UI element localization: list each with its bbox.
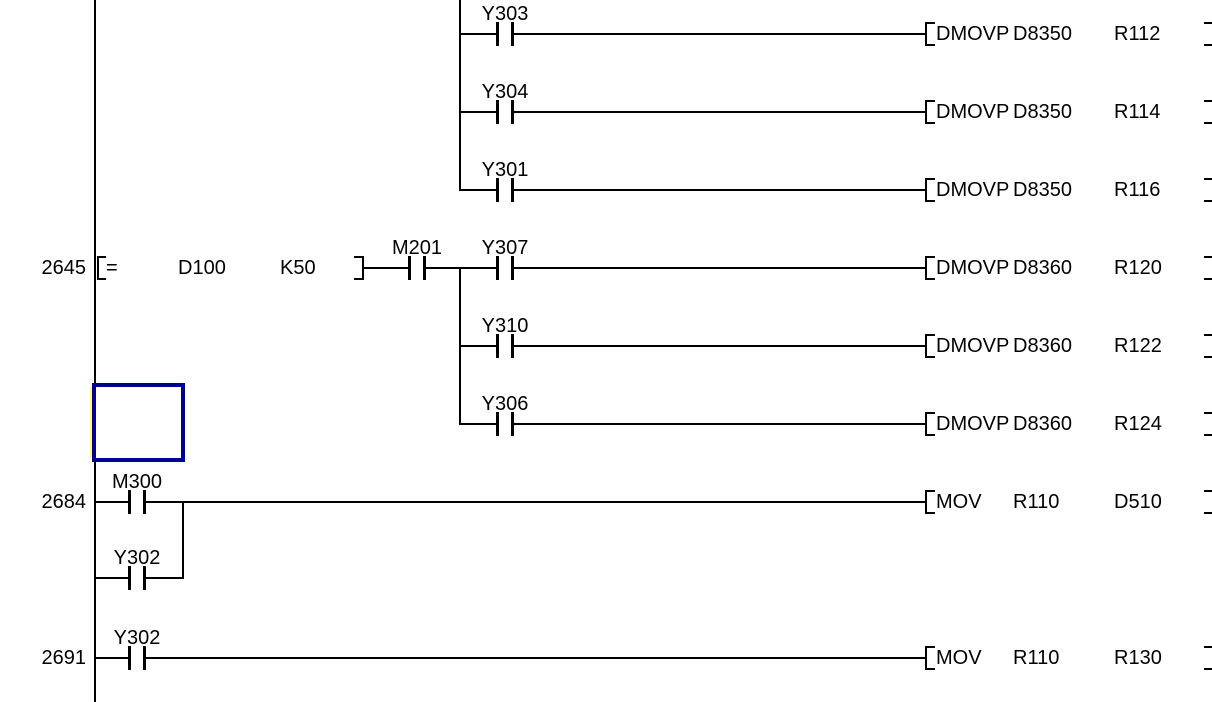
wire-row-y301: [460, 189, 925, 191]
instruction-operand1: D8350: [1013, 23, 1072, 45]
branch-vertical-y303-y301: [459, 0, 461, 191]
instruction-close-bracket: [1204, 334, 1212, 336]
instruction-open-bracket: [925, 334, 927, 358]
compare-block-2645[interactable]: = D100 K50: [97, 256, 364, 280]
no-contact-y303[interactable]: [496, 22, 514, 46]
contact-label-y306: Y306: [481, 393, 529, 415]
instruction-operand2: R112: [1114, 23, 1161, 45]
compare-operator: =: [106, 257, 118, 279]
instruction-opcode: DMOVP: [936, 413, 1010, 435]
no-contact-y307[interactable]: [496, 256, 514, 280]
contact-label-y301: Y301: [481, 159, 529, 181]
instruction-close-bracket: [1204, 22, 1212, 24]
instruction-operand1: R110: [1013, 491, 1060, 513]
instruction-opcode: DMOVP: [936, 179, 1010, 201]
instruction-open-bracket: [925, 646, 927, 670]
instruction-operand1: D8350: [1013, 101, 1072, 123]
instruction-operand1: D8350: [1013, 179, 1072, 201]
no-contact-y304[interactable]: [496, 100, 514, 124]
contact-label-m300: M300: [111, 471, 163, 493]
rung-number-2684: 2684: [41, 491, 87, 513]
instruction-opcode: MOV: [936, 491, 982, 513]
instruction-mov-d510[interactable]: MOV R110 D510: [925, 490, 1212, 514]
instruction-opcode: MOV: [936, 647, 982, 669]
contact-label-y307: Y307: [481, 237, 529, 259]
compare-operand2: K50: [280, 257, 316, 279]
instruction-operand2: R120: [1114, 257, 1162, 279]
instruction-open-bracket: [925, 490, 927, 514]
instruction-open-bracket: [925, 22, 927, 46]
compare-open-bracket: [97, 256, 99, 280]
instruction-operand1: D8360: [1013, 413, 1072, 435]
instruction-operand1: D8360: [1013, 257, 1072, 279]
instruction-open-bracket: [925, 412, 927, 436]
instruction-dmovp-r120[interactable]: DMOVP D8360 R120: [925, 256, 1212, 280]
no-contact-m201[interactable]: [408, 256, 426, 280]
instruction-close-bracket: [1204, 412, 1212, 414]
instruction-operand2: R130: [1114, 647, 1162, 669]
edit-cursor[interactable]: [92, 383, 185, 462]
rung-number-2691: 2691: [41, 647, 87, 669]
instruction-dmovp-r116[interactable]: DMOVP D8350 R116: [925, 178, 1212, 202]
no-contact-y310[interactable]: [496, 334, 514, 358]
instruction-operand2: R116: [1114, 179, 1161, 201]
wire-row-y310: [460, 345, 925, 347]
contact-label-y302-2691: Y302: [113, 627, 161, 649]
no-contact-y302-2691[interactable]: [128, 646, 146, 670]
wire-row-2684: [96, 501, 925, 503]
no-contact-m300[interactable]: [128, 490, 146, 514]
wire-row-2645: [363, 267, 925, 269]
wire-row-y304: [460, 111, 925, 113]
instruction-mov-r130[interactable]: MOV R110 R130: [925, 646, 1212, 670]
compare-operand1: D100: [178, 257, 226, 279]
wire-row-y306: [460, 423, 925, 425]
instruction-close-bracket: [1204, 100, 1212, 102]
instruction-operand1: R110: [1013, 647, 1060, 669]
contact-label-y303: Y303: [481, 3, 529, 25]
branch-vertical-2684: [182, 501, 184, 579]
instruction-close-bracket: [1204, 646, 1212, 648]
instruction-operand2: D510: [1114, 491, 1162, 513]
instruction-operand2: R114: [1114, 101, 1161, 123]
left-power-rail: [94, 0, 96, 702]
instruction-open-bracket: [925, 256, 927, 280]
instruction-operand2: R124: [1114, 413, 1162, 435]
instruction-dmovp-r112[interactable]: DMOVP D8350 R112: [925, 22, 1212, 46]
instruction-dmovp-r114[interactable]: DMOVP D8350 R114: [925, 100, 1212, 124]
instruction-close-bracket: [1204, 256, 1212, 258]
instruction-open-bracket: [925, 100, 927, 124]
instruction-dmovp-r124[interactable]: DMOVP D8360 R124: [925, 412, 1212, 436]
compare-close-bracket: [362, 256, 364, 280]
cursor-rail-highlight: [90, 387, 92, 458]
instruction-opcode: DMOVP: [936, 101, 1010, 123]
wire-row-y303: [460, 33, 925, 35]
no-contact-y301[interactable]: [496, 178, 514, 202]
rung-number-2645: 2645: [41, 257, 87, 279]
contact-label-m201: M201: [391, 237, 443, 259]
contact-label-y302-branch: Y302: [113, 547, 161, 569]
instruction-close-bracket: [1204, 178, 1212, 180]
instruction-operand2: R122: [1114, 335, 1162, 357]
instruction-close-bracket: [1204, 490, 1212, 492]
instruction-operand1: D8360: [1013, 335, 1072, 357]
instruction-dmovp-r122[interactable]: DMOVP D8360 R122: [925, 334, 1212, 358]
contact-label-y304: Y304: [481, 81, 529, 103]
no-contact-y302-branch[interactable]: [128, 566, 146, 590]
instruction-open-bracket: [925, 178, 927, 202]
wire-row-2691: [96, 657, 925, 659]
no-contact-y306[interactable]: [496, 412, 514, 436]
contact-label-y310: Y310: [481, 315, 529, 337]
instruction-opcode: DMOVP: [936, 23, 1010, 45]
instruction-opcode: DMOVP: [936, 257, 1010, 279]
instruction-opcode: DMOVP: [936, 335, 1010, 357]
